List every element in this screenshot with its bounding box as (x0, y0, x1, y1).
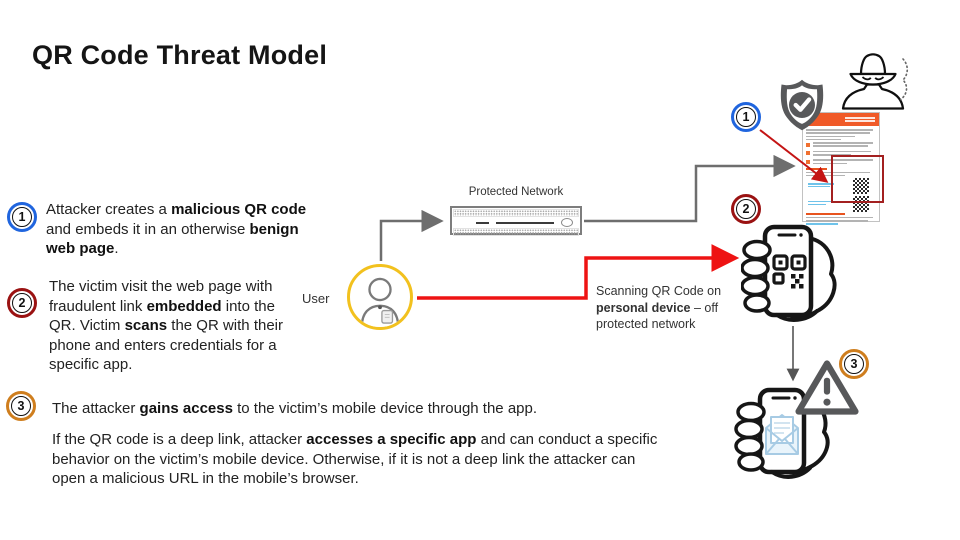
webpage-qr-section-2 (806, 195, 876, 212)
step-2-badge: 2 (7, 288, 37, 318)
attacker-spy-icon (835, 50, 911, 115)
warning-triangle-icon (795, 359, 859, 421)
step-2-number: 2 (12, 293, 32, 313)
protected-network-label: Protected Network (468, 186, 564, 198)
router-vent-bottom (453, 228, 579, 236)
user-avatar (347, 264, 413, 330)
step-2-text: The victim visit the web page with fraud… (49, 278, 284, 373)
arrow-user-to-network (379, 209, 444, 261)
step-3-text: The attacker gains access to the victim’… (52, 400, 538, 417)
step-1-badge: 1 (7, 202, 37, 232)
qr-code-2 (853, 195, 869, 212)
person-icon (360, 277, 400, 327)
phone-compromised-icon (734, 386, 834, 487)
protected-network-appliance (450, 206, 582, 236)
step-1-text: Attacker creates a malicious QR code and… (46, 201, 307, 257)
step-3-number: 3 (11, 396, 31, 416)
page-title: QR Code Threat Model (32, 40, 328, 70)
router-vent-top (453, 209, 579, 217)
step-3-badge: 3 (6, 391, 36, 421)
router-faceplate (452, 218, 580, 227)
user-label: User (302, 291, 330, 306)
qr-code-1 (853, 178, 869, 195)
arrow-network-to-webpage (584, 154, 796, 223)
qr-highlight-box (831, 155, 884, 203)
scan-note: Scanning QR Code on personal device – of… (596, 284, 722, 331)
diagram-badge-2: 2 (731, 194, 761, 224)
diagram-badge-3: 3 (839, 349, 869, 379)
open-envelope-icon (765, 414, 799, 455)
step-1-number: 1 (12, 207, 32, 227)
shield-check-icon (778, 79, 826, 136)
webpage-qr-section-1 (806, 178, 876, 195)
diagram-badge-1: 1 (731, 102, 761, 132)
step-3-extra-text: If the QR code is a deep link, attacker … (52, 431, 658, 487)
webpage-header-banner (803, 113, 879, 126)
router-port (561, 218, 573, 227)
phone-scanning-qr-icon (740, 222, 837, 333)
